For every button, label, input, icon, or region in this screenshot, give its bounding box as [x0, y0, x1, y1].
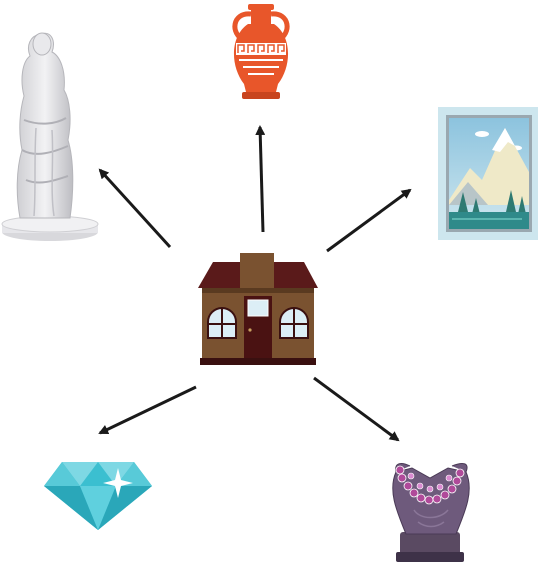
- arrow-to-necklace: [313, 376, 400, 442]
- arrow-to-diamond: [98, 385, 197, 435]
- diamond-icon: [44, 462, 152, 530]
- house-icon: [198, 253, 318, 365]
- statue-icon: [1, 32, 99, 241]
- amphora-vase-icon: [232, 4, 290, 99]
- framed-painting-icon: [438, 107, 538, 240]
- arrow-to-painting: [326, 188, 412, 253]
- arrows: [98, 125, 412, 442]
- arrow-to-statue: [98, 168, 172, 249]
- necklace-on-bust-icon: [392, 463, 470, 562]
- arrow-to-vase: [255, 125, 266, 233]
